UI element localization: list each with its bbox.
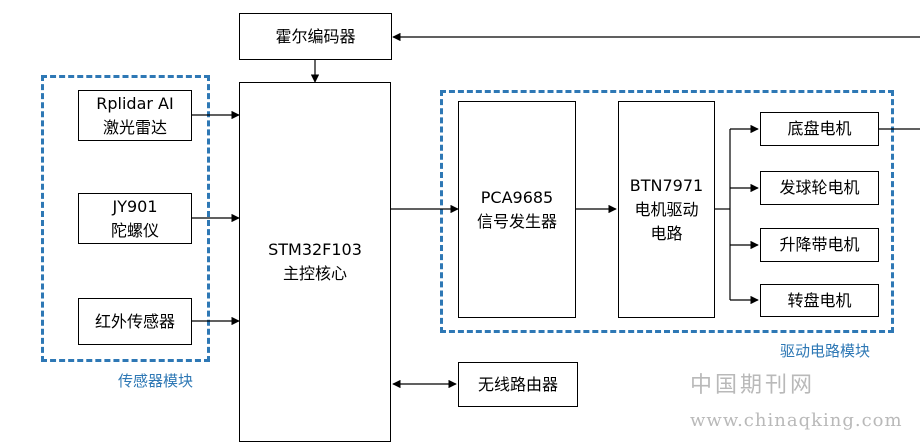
wifi-router-label: 无线路由器 <box>477 374 558 394</box>
lift-belt-motor-label: 升降带电机 <box>779 235 860 254</box>
lift-belt-motor-block: 升降带电机 <box>760 228 879 262</box>
turntable-motor-label: 转盘电机 <box>787 290 852 310</box>
watermark-cn: 中国期刊网 <box>690 373 816 398</box>
chassis-motor-label: 底盘电机 <box>787 119 852 138</box>
infrared-sensor-block: 红外传感器 <box>78 298 192 345</box>
wifi-router-block: 无线路由器 <box>458 362 578 407</box>
lidar-name-label: 激光雷达 <box>102 117 167 137</box>
launch-wheel-motor-label: 发球轮电机 <box>779 178 860 197</box>
btn7971-name-label-2: 电路 <box>650 223 683 243</box>
gyroscope-model-label: JY901 <box>112 196 158 216</box>
turntable-motor-block: 转盘电机 <box>760 284 879 317</box>
pca9685-model-label: PCA9685 <box>480 187 554 207</box>
launch-wheel-motor-block: 发球轮电机 <box>760 171 879 205</box>
chassis-motor-block: 底盘电机 <box>760 112 879 146</box>
pca9685-block: PCA9685 信号发生器 <box>458 101 576 318</box>
hall-encoder-label: 霍尔编码器 <box>275 26 356 46</box>
btn7971-block: BTN7971 电机驱动 电路 <box>618 101 715 318</box>
sensor-module-caption: 传感器模块 <box>118 372 194 390</box>
mcu-block: STM32F103 主控核心 <box>239 82 391 442</box>
infrared-sensor-label: 红外传感器 <box>94 311 175 331</box>
gyroscope-block: JY901 陀螺仪 <box>78 193 192 244</box>
mcu-name-label: 主控核心 <box>282 264 347 283</box>
pca9685-name-label: 信号发生器 <box>476 211 557 231</box>
driver-module-caption: 驱动电路模块 <box>780 342 871 360</box>
driver-module-frame <box>440 90 894 333</box>
gyroscope-name-label: 陀螺仪 <box>110 220 159 240</box>
mcu-model-label: STM32F103 <box>268 240 362 259</box>
lidar-model-label: Rplidar AI <box>96 93 174 113</box>
watermark-url: www.chinaqking.com <box>690 410 903 431</box>
lidar-block: Rplidar AI 激光雷达 <box>78 90 192 141</box>
btn7971-model-label: BTN7971 <box>629 175 704 195</box>
hall-encoder-block: 霍尔编码器 <box>239 13 392 60</box>
btn7971-name-label-1: 电机驱动 <box>634 199 699 219</box>
